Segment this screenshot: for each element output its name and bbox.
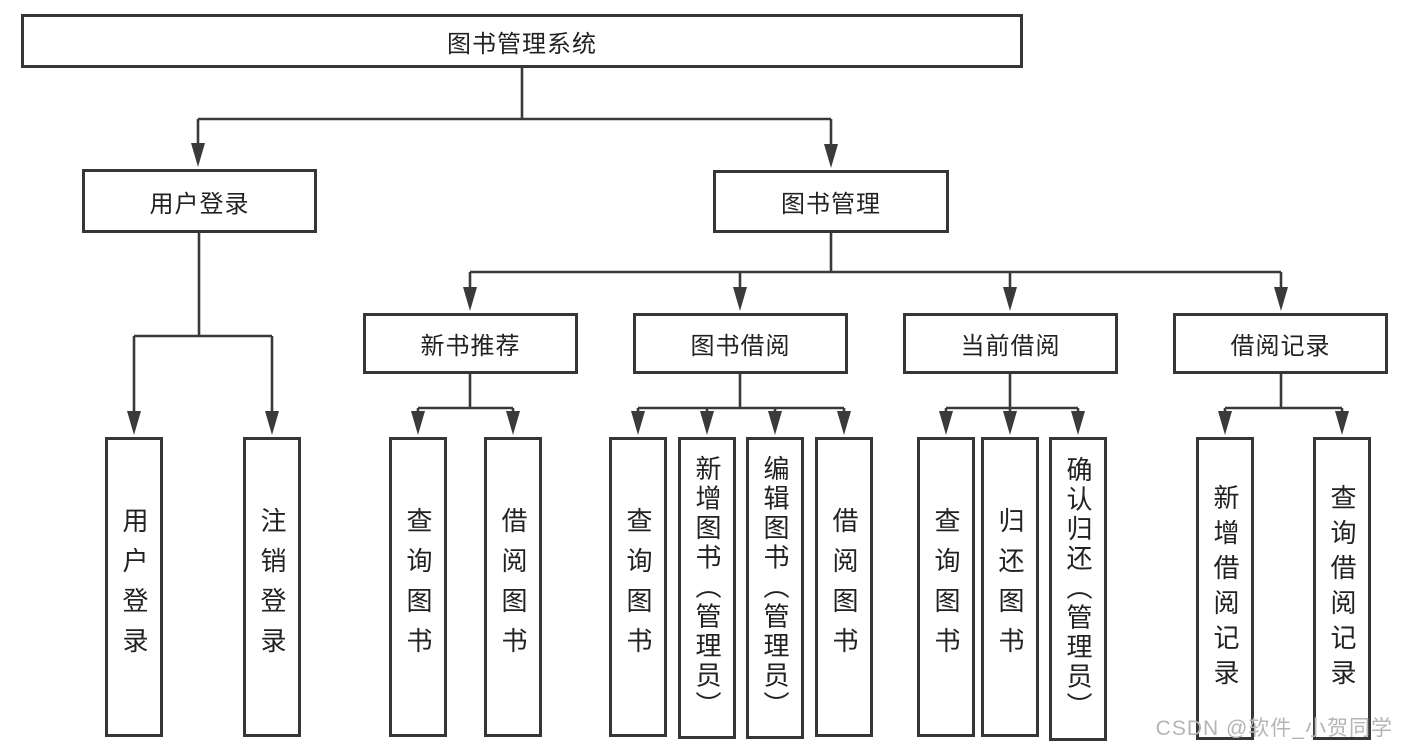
node-label: 注销登录 (257, 507, 287, 667)
arrow-icon (700, 411, 714, 435)
leaf-borrow-books-borrow: 借阅图书 (815, 437, 873, 737)
arrow-icon (1335, 411, 1349, 435)
arrow-icon (265, 411, 279, 435)
node-label: 借阅图书 (498, 507, 528, 667)
arrow-icon (191, 143, 205, 167)
node-label: 查询图书 (931, 507, 961, 667)
leaf-add-borrow-record: 新增借阅记录 (1196, 437, 1254, 740)
node-label: 编辑图书（管理员） (760, 455, 790, 721)
arrow-icon (768, 411, 782, 435)
leaf-return-book: 归还图书 (981, 437, 1039, 737)
node-current-borrowing: 当前借阅 (903, 313, 1118, 374)
node-new-book-recommend: 新书推荐 (363, 313, 578, 374)
arrow-icon (463, 287, 477, 311)
node-label: 新增借阅记录 (1210, 483, 1240, 694)
arrow-icon (1003, 287, 1017, 311)
leaf-query-borrow-record: 查询借阅记录 (1313, 437, 1371, 740)
connector-new-book-children (416, 372, 515, 418)
arrowheads (127, 143, 1349, 435)
leaf-query-books-borrow: 查询图书 (609, 437, 667, 737)
leaf-confirm-return-admin: 确认归还（管理员） (1049, 437, 1107, 741)
leaf-edit-book-admin: 编辑图书（管理员） (746, 437, 804, 739)
node-book-management: 图书管理 (713, 170, 949, 233)
leaf-borrow-books-recommend: 借阅图书 (484, 437, 542, 737)
node-label: 新增图书（管理员） (692, 455, 722, 721)
connector-borrow-record-children (1223, 372, 1344, 418)
arrow-icon (1071, 411, 1085, 435)
connector-user-login-children (132, 232, 274, 416)
node-label: 归还图书 (995, 507, 1025, 667)
node-label: 用户登录 (119, 507, 149, 667)
node-label: 借阅记录 (1230, 333, 1331, 360)
arrow-icon (631, 411, 645, 435)
node-label: 新书推荐 (420, 333, 521, 360)
node-label: 查询图书 (403, 507, 433, 667)
node-label: 查询借阅记录 (1327, 483, 1357, 694)
node-library-system: 图书管理系统 (21, 14, 1023, 68)
leaf-add-book-admin: 新增图书（管理员） (678, 437, 736, 739)
arrow-icon (824, 144, 838, 168)
leaf-logout-login: 注销登录 (243, 437, 301, 737)
arrow-icon (1003, 411, 1017, 435)
node-borrowing-records: 借阅记录 (1173, 313, 1388, 374)
node-label: 借阅图书 (829, 507, 859, 667)
arrow-icon (1218, 411, 1232, 435)
arrow-icon (837, 411, 851, 435)
arrow-icon (127, 411, 141, 435)
connector-book-borrow-children (636, 372, 846, 418)
node-label: 查询图书 (623, 507, 653, 667)
arrow-icon (506, 411, 520, 435)
leaf-user-login: 用户登录 (105, 437, 163, 737)
node-label: 确认归还（管理员） (1063, 456, 1093, 722)
node-label: 图书借阅 (690, 333, 791, 360)
arrow-icon (411, 411, 425, 435)
node-label: 图书管理系统 (447, 30, 597, 58)
node-label: 用户登录 (149, 190, 250, 218)
leaf-query-books-recommend: 查询图书 (389, 437, 447, 737)
node-user-login: 用户登录 (82, 169, 317, 233)
arrow-icon (939, 411, 953, 435)
arrow-icon (733, 287, 747, 311)
connector-book-management-children (468, 232, 1283, 294)
node-label: 当前借阅 (960, 333, 1061, 360)
arrow-icon (1274, 287, 1288, 311)
node-book-borrowing: 图书借阅 (633, 313, 848, 374)
csdn-watermark: CSDN @软件_小贺同学 (1155, 717, 1393, 740)
connector-root-to-level2 (196, 67, 833, 151)
leaf-query-books-current: 查询图书 (917, 437, 975, 737)
node-label: 图书管理 (781, 191, 881, 218)
